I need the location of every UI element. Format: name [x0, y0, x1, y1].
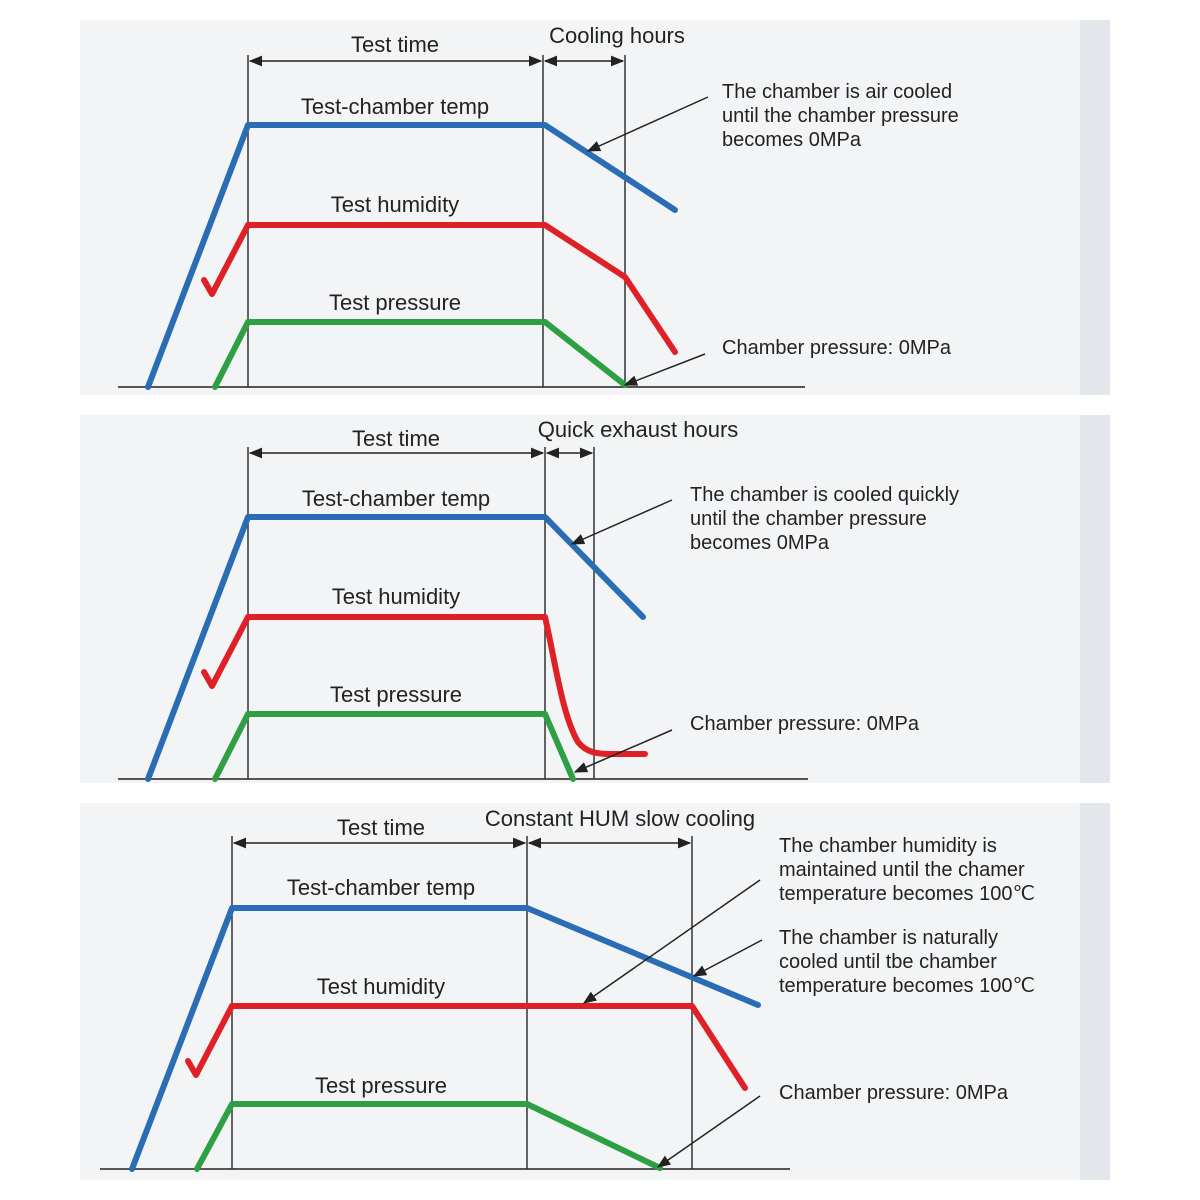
phase-label: Constant HUM slow cooling — [485, 806, 755, 831]
panel-quick-exhaust: Test time Quick exhaust hours Test-chamb… — [80, 415, 1110, 783]
phase-label: Cooling hours — [549, 23, 685, 48]
humidity-rise-tick — [201, 614, 251, 689]
temp-curve — [145, 122, 678, 390]
note-line: until the chamber pressure — [722, 105, 959, 127]
note-line: becomes 0MPa — [690, 532, 830, 554]
panel-background — [80, 803, 1110, 1180]
note-line: maintained until the chamer — [779, 859, 1025, 881]
quick-cool-note: The chamber is cooled quickly until the … — [690, 484, 965, 554]
temp-curve — [145, 514, 646, 782]
zero-pressure-leader — [656, 1095, 761, 1168]
air-cooled-note: The chamber is air cooled until the cham… — [722, 81, 964, 151]
panel-edge-shadow — [1080, 803, 1110, 1180]
panel-edge-shadow — [1080, 20, 1110, 395]
natural-cool-note: The chamber is naturally cooled until tb… — [779, 927, 1035, 997]
note-line: The chamber is cooled quickly — [690, 484, 959, 506]
humidity-curve — [245, 614, 648, 757]
humidity-rise-tick — [201, 222, 251, 297]
temp-label: Test-chamber temp — [301, 94, 489, 119]
quick-cool-leader — [570, 499, 673, 545]
zero-pressure-note: Chamber pressure: 0MPa — [690, 713, 920, 735]
panel-edge-shadow — [1080, 415, 1110, 783]
zero-pressure-note: Chamber pressure: 0MPa — [779, 1082, 1009, 1104]
pressure-label: Test pressure — [329, 290, 461, 315]
humidity-label: Test humidity — [331, 192, 459, 217]
temp-label: Test-chamber temp — [287, 875, 475, 900]
pressure-curve — [212, 711, 576, 782]
pressure-label: Test pressure — [315, 1073, 447, 1098]
note-line: temperature becomes 100℃ — [779, 883, 1035, 905]
note-line: cooled until tbe chamber — [779, 951, 997, 973]
note-line: becomes 0MPa — [722, 129, 862, 151]
zero-pressure-note: Chamber pressure: 0MPa — [722, 337, 952, 359]
note-line: until the chamber pressure — [690, 508, 927, 530]
zero-pressure-leader — [623, 353, 706, 386]
note-line: The chamber is naturally — [779, 927, 998, 949]
temp-label: Test-chamber temp — [302, 486, 490, 511]
humidity-maintained-leader — [582, 879, 761, 1004]
temp-curve — [129, 905, 761, 1172]
pressure-label: Test pressure — [330, 682, 462, 707]
panel-cooling-hours: Test time Cooling hours Test-chamber tem… — [80, 20, 1110, 395]
panel-constant-hum-slow-cooling: Test time Constant HUM slow cooling Test… — [80, 803, 1110, 1180]
note-line: temperature becomes 100℃ — [779, 975, 1035, 997]
humidity-label: Test humidity — [317, 974, 445, 999]
humidity-curve — [245, 222, 678, 355]
humidity-label: Test humidity — [332, 584, 460, 609]
note-line: The chamber is air cooled — [722, 81, 952, 103]
pressure-curve — [212, 319, 628, 390]
humidity-rise-tick — [185, 1003, 235, 1078]
zero-pressure-leader — [573, 729, 673, 773]
phase-label: Quick exhaust hours — [538, 417, 739, 442]
pressure-curve — [194, 1101, 663, 1172]
humidity-curve — [229, 1003, 748, 1091]
test-time-label: Test time — [352, 426, 440, 451]
air-cooled-leader — [586, 96, 709, 152]
test-time-label: Test time — [351, 32, 439, 57]
test-time-label: Test time — [337, 815, 425, 840]
panel-background — [80, 415, 1110, 783]
panel-background — [80, 20, 1110, 395]
note-line: The chamber humidity is — [779, 835, 997, 857]
natural-cool-leader — [692, 939, 763, 977]
humidity-maintained-note: The chamber humidity is maintained until… — [779, 835, 1035, 905]
